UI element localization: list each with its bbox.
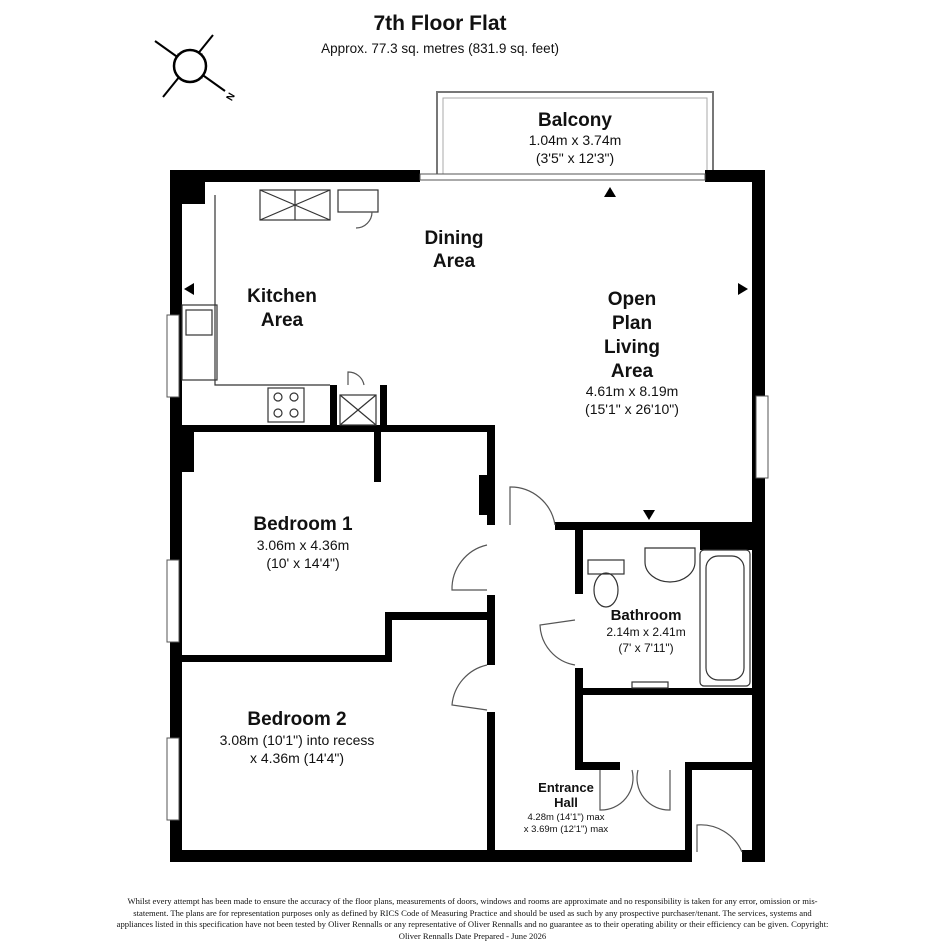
compass-icon: N <box>154 34 238 103</box>
room-label-living: Open Plan Living Area 4.61m x 8.19m (15'… <box>585 289 679 417</box>
room-label-bedroom-1: Bedroom 1 3.06m x 4.36m (10' x 14'4") <box>253 514 353 571</box>
svg-text:Kitchen: Kitchen <box>247 286 317 307</box>
svg-text:Open: Open <box>608 289 657 310</box>
arrow-markers <box>184 187 748 520</box>
room-label-kitchen: Kitchen Area <box>247 286 317 331</box>
kitchen-units <box>181 189 379 426</box>
room-label-bedroom-2: Bedroom 2 3.08m (10'1") into recess x 4.… <box>220 709 375 766</box>
room-label-entrance-hall: Entrance Hall 4.28m (14'1") max x 3.69m … <box>524 780 609 835</box>
svg-text:3.06m x 4.36m: 3.06m x 4.36m <box>257 537 350 553</box>
svg-text:3.08m (10'1") into recess: 3.08m (10'1") into recess <box>220 732 375 748</box>
door-swings <box>347 211 743 853</box>
plan-area: Approx. 77.3 sq. metres (831.9 sq. feet) <box>321 41 559 56</box>
svg-text:Balcony: Balcony <box>538 110 612 131</box>
svg-text:(15'1" x 26'10"): (15'1" x 26'10") <box>585 401 679 417</box>
svg-text:Bedroom 1: Bedroom 1 <box>253 514 353 535</box>
room-label-balcony: Balcony 1.04m x 3.74m (3'5" x 12'3") <box>529 110 622 166</box>
svg-text:Entrance: Entrance <box>538 780 594 795</box>
room-label-bathroom: Bathroom 2.14m x 2.41m (7' x 7'11") <box>606 607 685 655</box>
svg-text:(7' x 7'11"): (7' x 7'11") <box>618 641 673 655</box>
balcony <box>436 91 714 177</box>
svg-text:(10' x 14'4"): (10' x 14'4") <box>266 555 339 571</box>
svg-text:Area: Area <box>261 310 304 331</box>
svg-text:Bedroom 2: Bedroom 2 <box>247 709 346 730</box>
disclaimer-text: Whilst every attempt has been made to en… <box>116 896 829 941</box>
room-label-dining: Dining Area <box>424 228 483 272</box>
svg-text:x 3.69m (12'1") max: x 3.69m (12'1") max <box>524 824 609 835</box>
plan-title: 7th Floor Flat <box>374 12 507 35</box>
svg-text:x 4.36m (14'4"): x 4.36m (14'4") <box>250 750 344 766</box>
svg-text:Dining: Dining <box>424 228 483 249</box>
svg-text:Area: Area <box>611 361 654 382</box>
svg-text:2.14m x 2.41m: 2.14m x 2.41m <box>606 625 685 639</box>
walls <box>170 170 765 862</box>
svg-text:Bathroom: Bathroom <box>611 607 682 624</box>
windows <box>166 173 769 821</box>
svg-text:1.04m x 3.74m: 1.04m x 3.74m <box>529 132 622 148</box>
svg-text:4.28m (14'1") max: 4.28m (14'1") max <box>528 812 605 823</box>
svg-text:Living: Living <box>604 337 660 358</box>
north-label: N <box>225 91 238 103</box>
svg-text:Hall: Hall <box>554 795 578 810</box>
bathroom-fittings <box>587 547 751 689</box>
svg-text:Area: Area <box>433 251 476 272</box>
svg-text:4.61m x 8.19m: 4.61m x 8.19m <box>586 383 679 399</box>
svg-text:(3'5" x 12'3"): (3'5" x 12'3") <box>536 150 614 166</box>
svg-text:Plan: Plan <box>612 313 652 334</box>
